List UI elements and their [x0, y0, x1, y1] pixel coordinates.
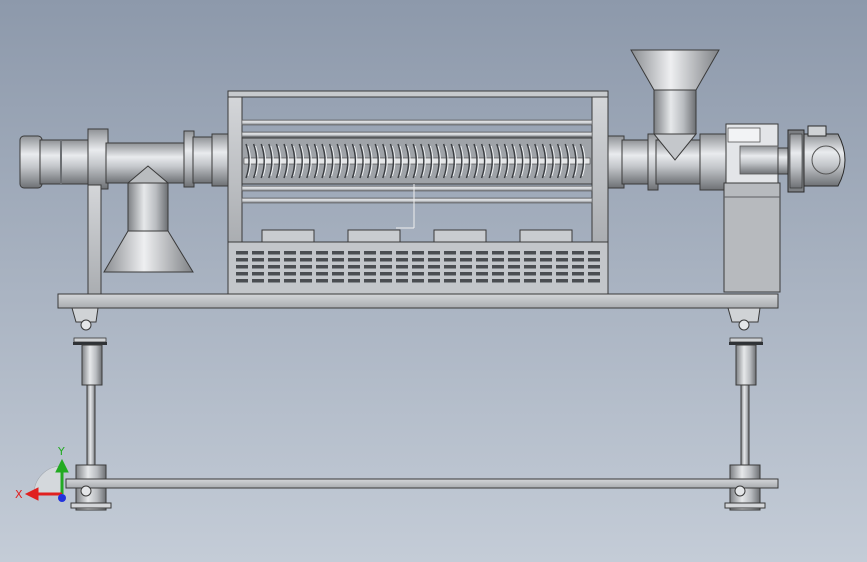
left-foot-bolt: [80, 485, 92, 497]
right-foot-bolt: [734, 485, 746, 497]
left-pipe-assembly[interactable]: [19, 128, 231, 190]
base-plate[interactable]: [57, 293, 779, 309]
coordinate-triad[interactable]: Y X: [15, 445, 69, 502]
press-base-box[interactable]: [227, 229, 609, 295]
y-axis-label: Y: [57, 445, 65, 458]
feed-hopper[interactable]: [630, 49, 720, 161]
lower-cross-bar[interactable]: [65, 478, 779, 489]
left-leg[interactable]: [70, 307, 112, 511]
x-axis-label: X: [15, 488, 23, 501]
left-support-post[interactable]: [87, 184, 102, 298]
outlet-chute[interactable]: [103, 165, 194, 273]
drive-motor[interactable]: [777, 125, 846, 193]
press-screw[interactable]: [243, 143, 591, 179]
drive-gearbox[interactable]: [723, 123, 781, 293]
press-frame[interactable]: [227, 90, 609, 248]
ventilation-grille: [236, 251, 600, 283]
